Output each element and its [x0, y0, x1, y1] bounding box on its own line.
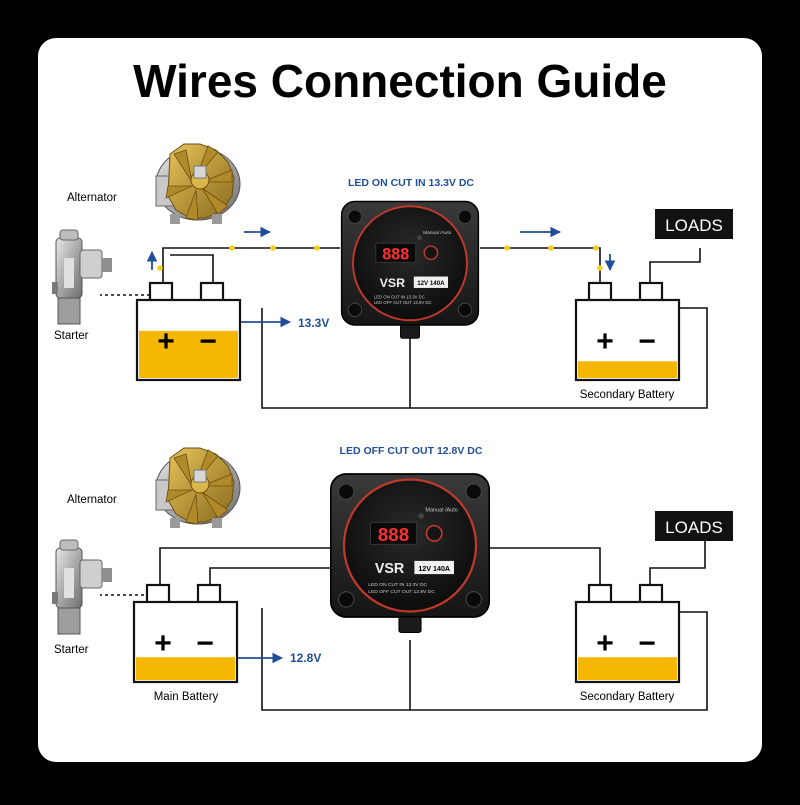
bottom-vsr-manual-auto: Manual /Auto [425, 507, 457, 513]
bottom-secondary-battery-fill [578, 657, 677, 680]
bottom-secondary-battery: + − [574, 583, 681, 684]
bottom-wires [100, 540, 708, 711]
bottom-vsr-line2: LED OFF CUT OUT 12.8V DC [368, 589, 435, 595]
top-secondary-plus: + [596, 325, 614, 358]
top-main-battery: + − [135, 281, 242, 382]
top-secondary-minus: − [638, 325, 656, 358]
top-vsr-brand: VSR [380, 276, 405, 290]
top-caption: LED ON CUT IN 13.3V DC [348, 177, 474, 189]
bottom-vsr-rating-box [414, 560, 454, 575]
top-vsr-manual-auto: Manual /Auto [423, 230, 451, 236]
top-alternator-label: Alternator [67, 192, 117, 204]
top-vsr-line2: LED OFF CUT OUT 12.8V DC [374, 300, 432, 305]
bottom-loads-box [655, 511, 733, 541]
top-secondary-battery-label: Secondary Battery [580, 389, 675, 401]
top-vsr-rating-box [413, 276, 448, 288]
bottom-vsr-line1: LED ON CUT IN 13.3V DC [368, 582, 427, 588]
bottom-loads-label: LOADS [665, 518, 723, 537]
bottom-main-battery-fill [136, 657, 235, 680]
bottom-alternator-label: Alternator [67, 494, 117, 506]
top-loads-box [655, 209, 733, 239]
bottom-starter-label: Starter [54, 644, 89, 656]
top-main-plus: + [157, 325, 175, 358]
top-vsr-rating: 12V 140A [417, 280, 445, 287]
bottom-vsr-display: 888 [378, 524, 409, 545]
bottom-vsr-rating: 12V 140A [418, 565, 450, 573]
bottom-main-battery-voltage: 12.8V [290, 651, 321, 665]
top-junction-dots [157, 245, 603, 271]
top-flow-arrows [146, 226, 616, 328]
bottom-main-minus: − [196, 627, 214, 660]
top-main-battery-fill [139, 330, 238, 378]
top-main-minus: − [199, 325, 217, 358]
top-wires [100, 247, 708, 409]
bottom-secondary-plus: + [596, 627, 614, 660]
bottom-secondary-battery-label: Secondary Battery [580, 691, 675, 703]
bottom-secondary-minus: − [638, 627, 656, 660]
bottom-main-battery-label: Main Battery [154, 691, 219, 703]
top-main-battery-voltage: 13.3V [298, 316, 329, 330]
top-diagram: Alternator Starter + − 13.3V LED ON CUT … [51, 143, 733, 409]
bottom-vsr-brand: VSR [375, 561, 405, 577]
top-vsr-device: 888 Manual /Auto VSR 12V 140A LED ON CUT… [340, 200, 480, 340]
top-secondary-battery-fill [578, 361, 677, 378]
bottom-diagram: Alternator Starter + − Main Battery 12.8… [51, 445, 733, 711]
bottom-caption: LED OFF CUT OUT 12.8V DC [340, 445, 483, 457]
bottom-vsr-device: 888 Manual /Auto VSR 12V 140A LED ON CUT… [329, 472, 491, 634]
top-loads-label: LOADS [665, 216, 723, 235]
bottom-main-battery: + − [132, 583, 239, 684]
page-title: Wires Connection Guide [133, 55, 667, 107]
top-vsr-display: 888 [382, 245, 409, 263]
top-starter-label: Starter [54, 330, 89, 342]
bottom-main-plus: + [154, 627, 172, 660]
top-secondary-battery: + − [574, 281, 681, 382]
top-vsr-line1: LED ON CUT IN 13.3V DC [374, 294, 425, 299]
